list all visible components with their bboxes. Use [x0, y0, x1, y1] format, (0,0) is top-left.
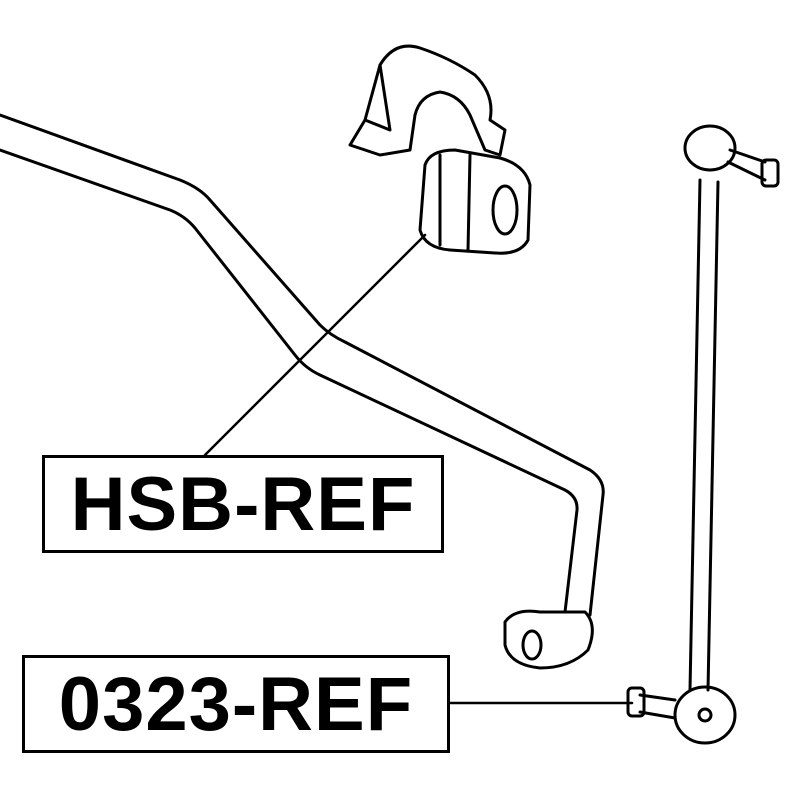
bushing-bracket — [348, 44, 507, 157]
stabilizer-bushing — [418, 148, 532, 255]
stabilizer-bar — [0, 113, 605, 670]
leader-lines — [203, 233, 634, 705]
part-label-0323-ref: 0323-REF — [22, 655, 450, 753]
part-label-hsb-ref: HSB-REF — [42, 455, 444, 553]
stabilizer-link — [626, 124, 780, 745]
